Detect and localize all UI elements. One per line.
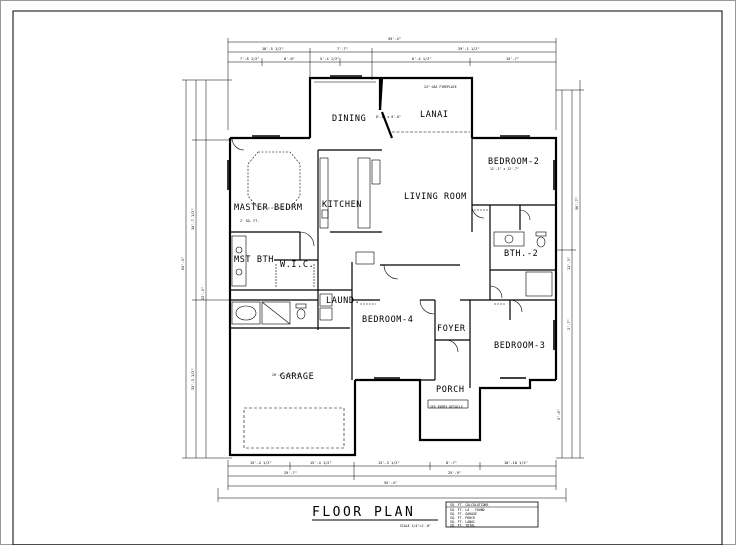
dim-left-3: 25'-3 1/2"	[191, 368, 195, 390]
svg-text:SEE ENTRY DETAILS: SEE ENTRY DETAILS	[430, 405, 463, 409]
room-foyer: FOYER	[437, 324, 466, 334]
room-bedroom-4: BEDROOM-4	[362, 315, 413, 325]
dim-bottom2-2: 15'-4 1/2"	[310, 461, 332, 465]
dim-top2-3: 5'-4 1/2"	[320, 57, 339, 61]
dim-top-1: 18'-5 1/2"	[262, 47, 284, 51]
svg-text:20'-0" x 22'-5": 20'-0" x 22'-5"	[272, 373, 301, 377]
room-kitchen: KITCHEN	[322, 200, 362, 210]
dim-bottom2-4: 8'-7"	[446, 461, 457, 465]
plan-title: FLOOR PLAN	[312, 505, 415, 520]
dim-top2-1: 7'-8 1/2"	[240, 57, 259, 61]
interior-walls	[230, 138, 556, 388]
sqft-header: SQ. FT. CALCULATIONS	[450, 503, 488, 507]
room-notes: 24" GAS FIREPLACE 2' SQ. FT. 11'-1" x 12…	[240, 85, 519, 409]
dim-left-1: 62'-3"	[181, 257, 185, 270]
dim-top-3: 29'-1 1/2"	[458, 47, 480, 51]
room-dining: DINING	[332, 114, 366, 124]
room-master-bedroom: MASTER BEDRM	[234, 203, 303, 213]
room-porch: PORCH	[436, 385, 465, 395]
dim-right-2: 11'-3"	[567, 257, 571, 270]
sqft-table: SQ. FT. CALCULATIONS SQ. FT. LA - FOUND …	[445, 501, 539, 528]
room-wic: W.I.C.	[280, 260, 314, 270]
top-dimensions	[227, 38, 557, 130]
room-lanai: LANAI	[420, 110, 449, 120]
dim-right-4: 5'-0"	[557, 409, 561, 420]
exterior-walls	[228, 76, 558, 457]
dim-right-1: 56'-7"	[575, 197, 579, 210]
sqft-row-2: SQ. FT. GARAGE	[450, 512, 477, 516]
dim-overall-top: 55'-4"	[388, 37, 401, 41]
left-dimensions	[182, 79, 232, 459]
bottom-dimensions	[217, 460, 567, 502]
room-laundry: LAUND.	[326, 296, 360, 306]
plan-scale: SCALE 1/4"=1'-0"	[400, 524, 431, 528]
room-bedroom-3: BEDROOM-3	[494, 341, 545, 351]
svg-text:8'-6" x 8'-0": 8'-6" x 8'-0"	[376, 115, 401, 119]
room-living-room: LIVING ROOM	[404, 192, 467, 202]
dim-top2-2: 8'-0"	[284, 57, 295, 61]
dim-bottom-1: 29'-7"	[284, 471, 297, 475]
svg-text:11'-1" x 12'-7": 11'-1" x 12'-7"	[490, 167, 519, 171]
dim-top-2: 7'-7"	[337, 47, 348, 51]
room-garage: GARAGE	[280, 372, 314, 382]
dim-overall-bottom: 55'-4"	[384, 481, 397, 485]
dim-bottom-2: 25'-9"	[448, 471, 461, 475]
room-master-bath: MST BTH	[234, 255, 274, 265]
dim-bottom2-5: 10'-10 1/2"	[504, 461, 528, 465]
sheet-inner-border	[12, 10, 723, 545]
dim-bottom2-3: 13'-3 1/2"	[378, 461, 400, 465]
sqft-row-1: SQ. FT. LA - FOUND	[450, 508, 485, 512]
right-dimensions	[556, 80, 584, 459]
dim-top2-5: 15'-7"	[506, 57, 519, 61]
dim-top2-4: 6'-4 1/2"	[412, 57, 431, 61]
sqft-row-3: SQ. FT. PORCH	[450, 516, 475, 520]
dim-right-3: 2'-7"	[567, 319, 571, 330]
svg-text:24" GAS FIREPLACE: 24" GAS FIREPLACE	[424, 85, 457, 89]
sqft-row-4: SQ. FT. LANAI	[450, 520, 475, 524]
svg-text:2' SQ. FT.: 2' SQ. FT.	[240, 219, 259, 223]
dim-left-4: 22'-3"	[201, 287, 205, 300]
room-bath-2: BTH.-2	[504, 249, 538, 259]
dim-left-2: 34'-7 1/2"	[191, 208, 195, 230]
sqft-row-5: SQ. FT. TOTAL	[450, 524, 475, 528]
fixtures	[227, 75, 555, 449]
room-bedroom-2: BEDROOM-2	[488, 157, 539, 167]
dim-bottom2-1: 15'-4 1/2"	[250, 461, 272, 465]
